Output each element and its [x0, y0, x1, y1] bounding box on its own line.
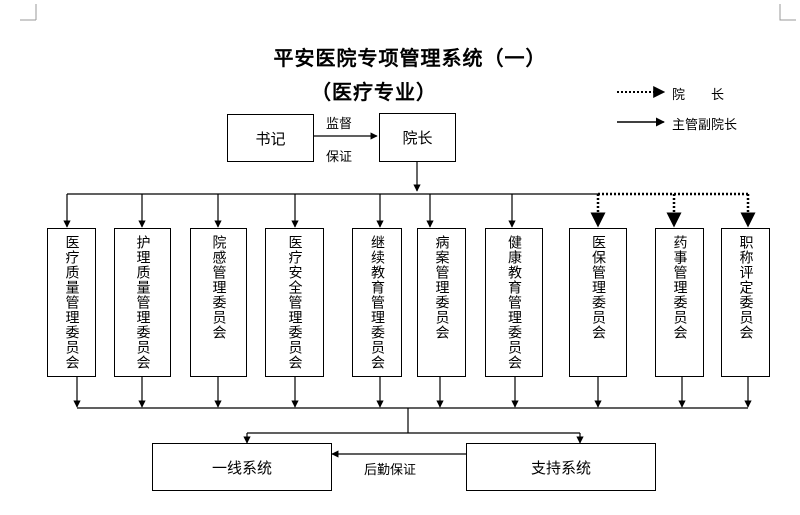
secretary-label: 书记: [255, 129, 286, 148]
committee-label: 药事管理委员会: [671, 235, 688, 340]
committee-box: 继续教育管理委员会: [352, 228, 402, 377]
committee-box: 医疗安全管理委员会: [265, 228, 324, 377]
corner-mark-tl: [20, 4, 37, 21]
president-label: 院长: [402, 129, 433, 147]
committee-box: 职称评定委员会: [721, 228, 770, 377]
page-title: 平安医院专项管理系统（一）: [273, 46, 547, 70]
committee-label: 护理质量管理委员会: [134, 235, 151, 370]
committee-box: 病案管理委员会: [417, 228, 466, 377]
committee-box: 护理质量管理委员会: [114, 228, 171, 377]
committee-label: 继续教育管理委员会: [369, 235, 385, 370]
committee-box: 院感管理委员会: [190, 228, 247, 377]
page-subtitle: （医疗专业）: [311, 80, 437, 104]
support-label: 支持系统: [530, 458, 591, 477]
legend-solid-label: 主管副院长: [672, 118, 738, 133]
committee-label: 医保管理委员会: [590, 235, 606, 340]
committee-box: 药事管理委员会: [655, 228, 704, 377]
committee-box: 健康教育管理委员会: [485, 228, 543, 377]
president-box: 院长: [379, 113, 456, 162]
committee-label: 医疗安全管理委员会: [286, 235, 303, 370]
committee-label: 职称评定委员会: [737, 235, 754, 340]
secretary-box: 书记: [227, 114, 314, 162]
committee-label: 医疗质量管理委员会: [63, 235, 80, 370]
guarantee-label: 保证: [326, 150, 353, 165]
legend-dotted-label: 院 长: [672, 88, 725, 103]
corner-mark-tr: [779, 4, 796, 21]
frontline-label: 一线系统: [211, 458, 272, 477]
frontline-box: 一线系统: [152, 443, 332, 491]
committee-label: 健康教育管理委员会: [506, 235, 522, 370]
logistics-label: 后勤保证: [364, 463, 417, 478]
committee-box: 医保管理委员会: [569, 228, 627, 377]
committee-label: 院感管理委员会: [210, 235, 227, 340]
committee-box: 医疗质量管理委员会: [47, 228, 96, 377]
committee-label: 病案管理委员会: [433, 235, 450, 340]
support-box: 支持系统: [466, 443, 656, 491]
supervise-label: 监督: [326, 117, 353, 132]
